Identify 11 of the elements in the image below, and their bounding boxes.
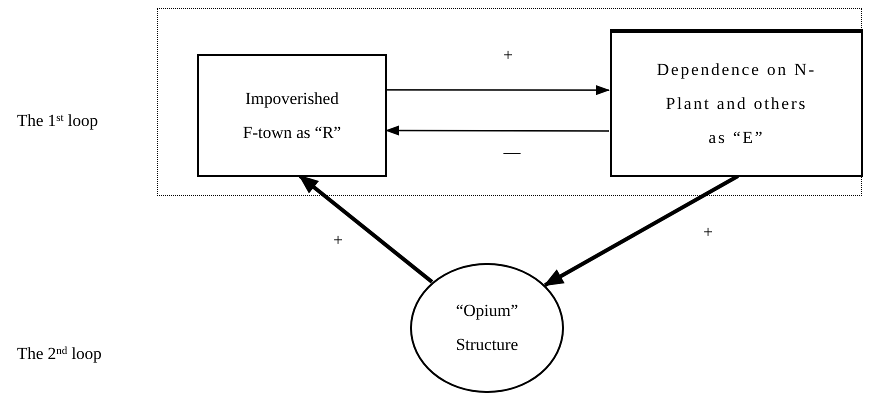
loop-label: The 1$^{st}$ loop bbox=[17, 110, 98, 132]
loop-label: The 2$^{nd}$ loop bbox=[17, 343, 102, 365]
arrow bbox=[385, 126, 609, 136]
arrow bbox=[386, 85, 610, 96]
structure-circle bbox=[410, 263, 564, 393]
loop-frame bbox=[157, 8, 862, 196]
factor-box bbox=[197, 54, 387, 177]
node-text: Dependence on N- Plant and others as “E” bbox=[656, 59, 818, 149]
node-text: Impoverished F-town as “R” bbox=[242, 88, 342, 144]
node-text: “Opium” Structure bbox=[454, 300, 520, 356]
factor-box bbox=[610, 29, 863, 177]
